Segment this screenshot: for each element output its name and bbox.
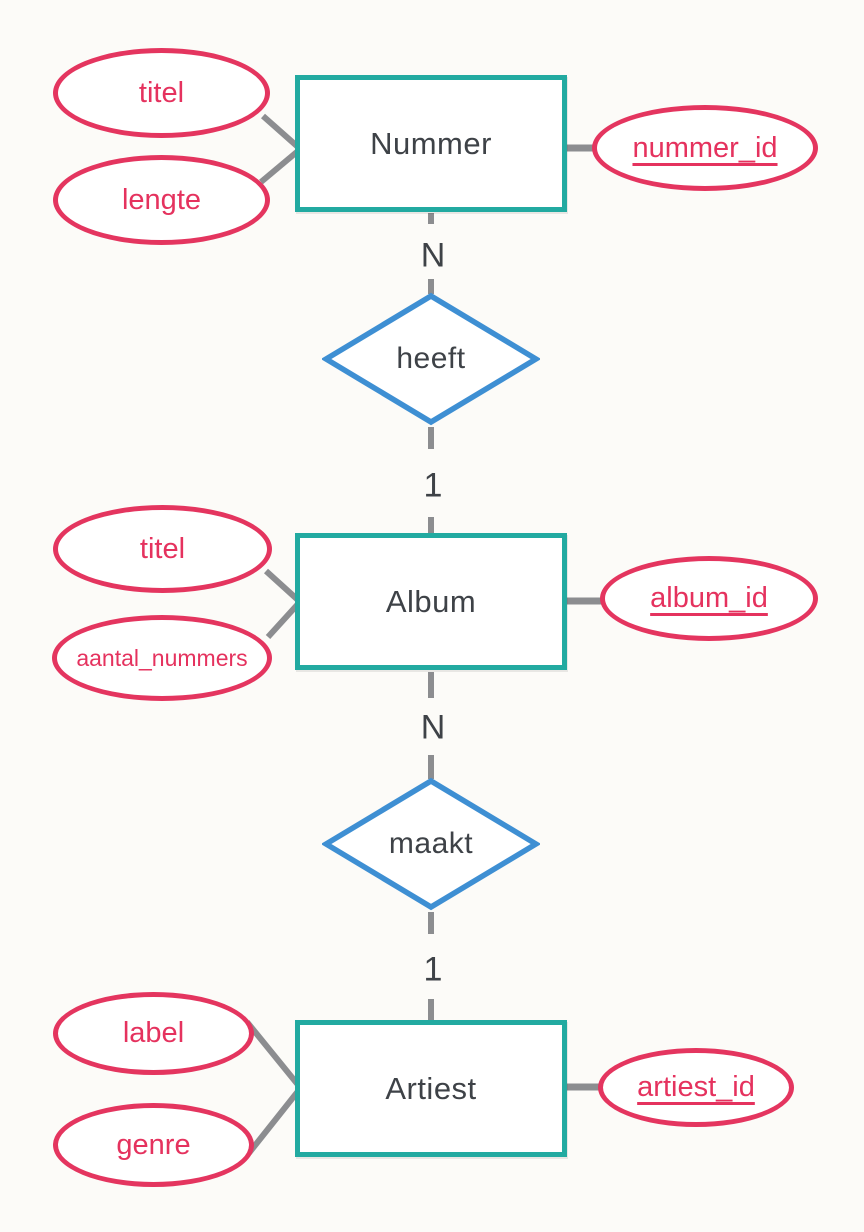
diamond-shape-icon [322,292,540,426]
cardinality-heeft-1: 1 [423,466,443,505]
entity-album: Album [295,533,567,670]
relationship-maakt-label: maakt [388,827,474,860]
attribute-album-id-label: album_id [650,582,768,614]
attribute-lengte: lengte [53,155,270,245]
attribute-nummer-id-label: nummer_id [632,131,778,164]
attribute-artiest-id: artiest_id [598,1048,794,1127]
relationship-maakt: maakt [322,777,540,911]
cardinality-heeft-n: N [420,236,446,275]
attribute-titel-nummer: titel [53,48,270,138]
relationship-heeft: heeft [322,292,540,426]
cardinality-maakt-n: N [420,708,446,747]
entity-album-label: Album [385,583,477,619]
attribute-nummer-id: nummer_id [592,105,818,191]
attribute-genre-label: genre [116,1128,191,1161]
relationship-heeft-label: heeft [396,342,466,375]
attribute-label: label [53,992,254,1075]
attribute-lengte-label: lengte [121,183,201,216]
cardinality-maakt-1: 1 [423,950,443,989]
connector-titel-to-nummer [261,113,300,150]
connector-titel-to-album [263,568,301,603]
attribute-artiest-id-label: artiest_id [637,1071,755,1103]
attribute-album-id: album_id [600,556,818,641]
entity-artiest-label: Artiest [385,1070,477,1106]
attribute-label-label: label [122,1017,185,1049]
attribute-titel-album: titel [53,505,272,593]
attribute-genre: genre [53,1103,254,1187]
entity-nummer-label: Nummer [370,125,492,161]
connector-label-to-artiest [244,1020,302,1088]
connector-aantal-nummers-to-album [265,601,301,640]
attribute-aantal-nummers: aantal_nummers [52,615,272,701]
attribute-titel-album-label: titel [139,532,186,565]
attribute-titel-nummer-label: titel [138,76,185,109]
attribute-aantal-nummers-label: aantal_nummers [76,644,248,671]
entity-artiest: Artiest [295,1020,567,1157]
entity-nummer: Nummer [295,75,567,212]
diamond-shape-icon [322,777,540,911]
connector-lengte-to-nummer [259,148,300,185]
connector-genre-to-artiest [246,1088,302,1155]
